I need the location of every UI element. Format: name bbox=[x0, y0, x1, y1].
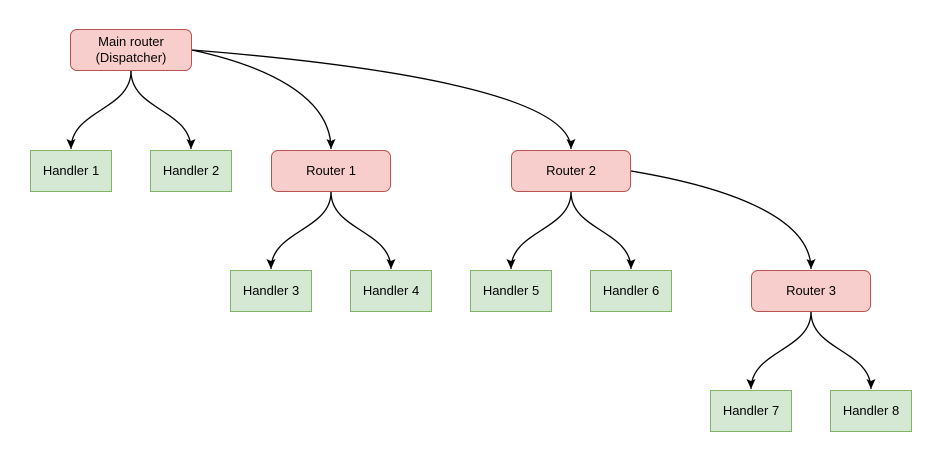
node-r3-router: Router 3 bbox=[751, 270, 871, 312]
node-h6-handler: Handler 6 bbox=[590, 270, 672, 312]
edge-main-h1 bbox=[66, 70, 132, 150]
edge-r2-h5 bbox=[506, 191, 572, 270]
node-h7-handler: Handler 7 bbox=[710, 390, 792, 432]
edge-r2-r3 bbox=[630, 170, 816, 270]
edge-main-r2 bbox=[191, 49, 576, 150]
node-label: Router 1 bbox=[306, 163, 356, 178]
node-h5-handler: Handler 5 bbox=[470, 270, 552, 312]
node-h8-handler: Handler 8 bbox=[830, 390, 912, 432]
edge-r3-h7 bbox=[746, 311, 812, 390]
node-h1-handler: Handler 1 bbox=[30, 150, 112, 192]
node-label: Router 2 bbox=[546, 163, 596, 178]
node-label: Handler 6 bbox=[602, 283, 660, 298]
node-h4-handler: Handler 4 bbox=[350, 270, 432, 312]
node-label: Handler 7 bbox=[722, 403, 780, 418]
node-label: Handler 2 bbox=[162, 163, 220, 178]
node-label: Main router (Dispatcher) bbox=[95, 34, 167, 65]
edge-r1-h3 bbox=[266, 191, 332, 270]
edge-main-h2 bbox=[130, 70, 196, 150]
edge-main-r1 bbox=[191, 49, 336, 150]
node-label: Handler 5 bbox=[482, 283, 540, 298]
node-r1-router: Router 1 bbox=[271, 150, 391, 192]
node-label: Router 3 bbox=[786, 283, 836, 298]
node-main-router: Main router (Dispatcher) bbox=[70, 29, 192, 71]
node-label: Handler 8 bbox=[842, 403, 900, 418]
node-r2-router: Router 2 bbox=[511, 150, 631, 192]
edge-r1-h4 bbox=[330, 191, 396, 270]
node-h3-handler: Handler 3 bbox=[230, 270, 312, 312]
node-label: Handler 3 bbox=[242, 283, 300, 298]
node-h2-handler: Handler 2 bbox=[150, 150, 232, 192]
node-label: Handler 4 bbox=[362, 283, 420, 298]
edge-r2-h6 bbox=[570, 191, 636, 270]
node-label: Handler 1 bbox=[42, 163, 100, 178]
edge-r3-h8 bbox=[810, 311, 876, 390]
